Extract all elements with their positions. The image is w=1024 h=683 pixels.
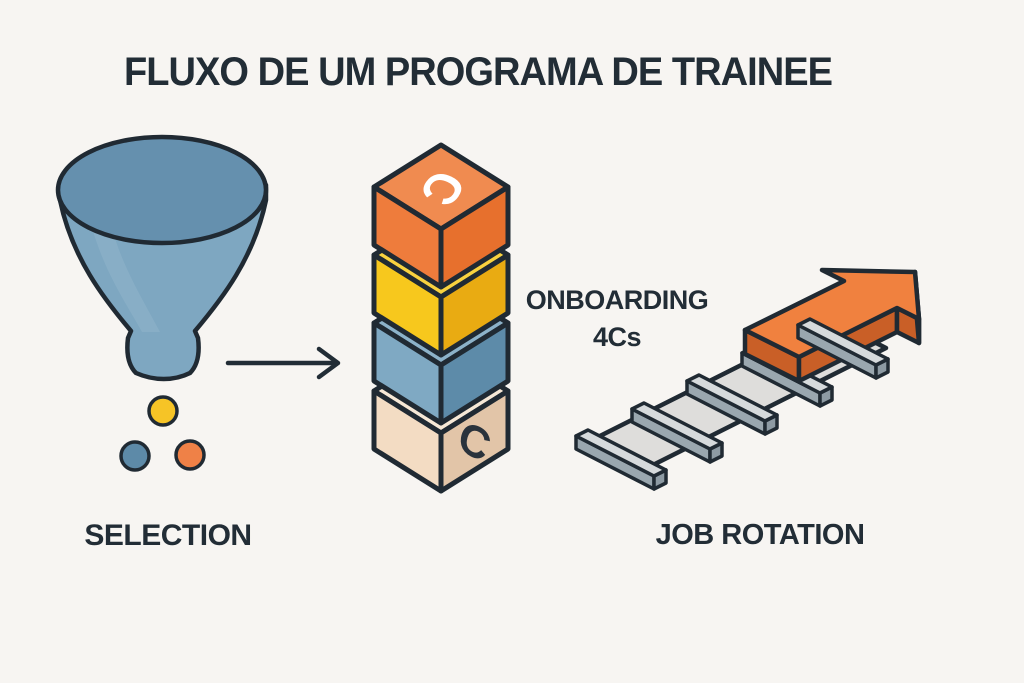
funnel-rim — [55, 134, 269, 246]
track-tie — [685, 373, 779, 436]
job-rotation-track-icon — [574, 267, 922, 491]
flow-arrow-icon — [225, 346, 341, 380]
onboarding-blocks-icon: C C — [371, 142, 511, 494]
track-tie — [574, 428, 668, 491]
candidate-dot-yellow — [147, 395, 179, 427]
selection-stage-label: SELECTION — [84, 519, 252, 552]
track-tie — [796, 317, 890, 380]
candidate-dot-orange — [174, 439, 206, 471]
page-title: FLUXO DE UM PROGRAMA DE TRAINEE — [123, 50, 833, 94]
block-orange: C — [371, 142, 511, 290]
onboarding-stage-label: ONBOARDING 4Cs — [526, 282, 709, 356]
onboarding-stage-subtitle: 4Cs — [592, 322, 642, 352]
funnel-icon — [55, 134, 269, 382]
candidate-dot-blue — [119, 440, 151, 472]
candidate-dots — [119, 395, 206, 472]
growth-arrow-icon — [742, 267, 922, 384]
job-rotation-stage-label: JOB ROTATION — [655, 519, 865, 551]
track-tie — [630, 401, 724, 464]
onboarding-stage-title: ONBOARDING — [525, 285, 709, 315]
funnel-highlight — [92, 228, 160, 332]
